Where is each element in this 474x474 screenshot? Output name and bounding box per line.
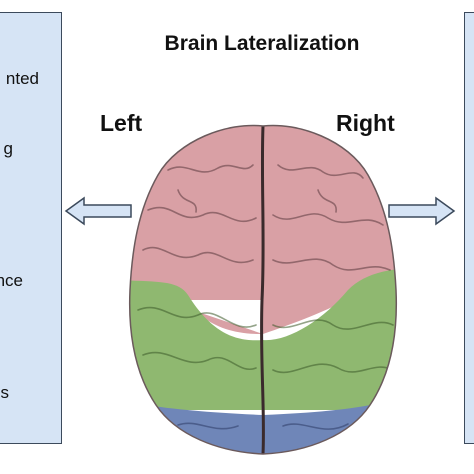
arrow-left-icon (64, 196, 132, 226)
left-panel-text-2: g (3, 139, 13, 158)
diagram-title: Brain Lateralization (164, 32, 360, 55)
left-panel-text-4: s (0, 383, 10, 402)
left-panel-text-3: nce (0, 271, 23, 290)
brain-illustration (128, 124, 398, 455)
left-label: Left (100, 110, 143, 136)
arrow-right-icon (388, 196, 456, 226)
right-hemisphere-panel (464, 12, 474, 444)
left-hemisphere-panel: nted g nce s (0, 12, 62, 444)
right-label: Right (336, 110, 395, 136)
parietal-region (129, 268, 397, 410)
left-panel-text-1: nted (5, 69, 39, 88)
